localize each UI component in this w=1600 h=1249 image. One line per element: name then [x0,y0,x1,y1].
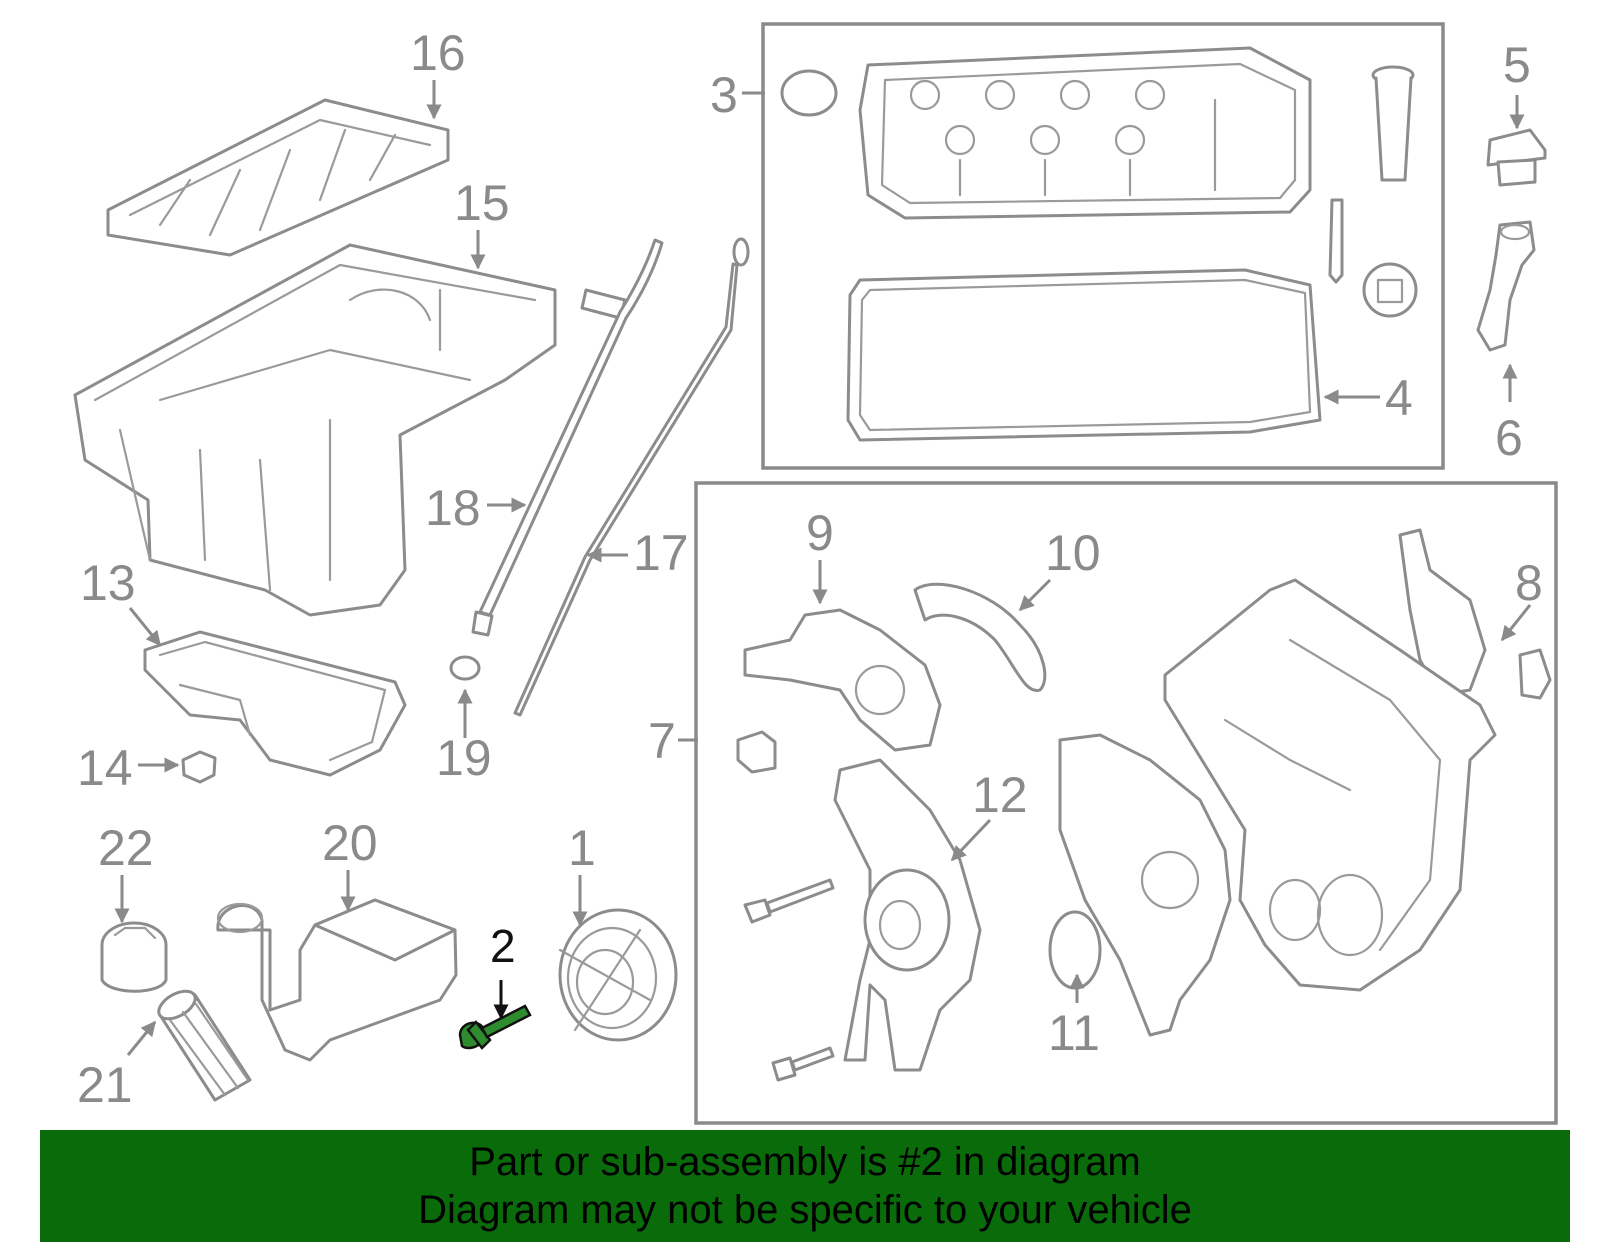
tube-part [1371,65,1415,182]
gasket-oval-part [1518,648,1552,700]
callout-13: 13 [80,555,136,611]
sensor-part [736,730,777,774]
cap-part [1362,262,1418,318]
callout-12: 12 [972,767,1028,823]
parts-diagram: 16 15 3 5 4 6 18 17 13 19 14 9 10 8 7 12… [73,22,1558,1125]
crankshaft-bolt-part [458,1004,532,1050]
callout-15: 15 [454,175,510,231]
oil-filter-element-part [157,989,252,1102]
callout-22: 22 [98,820,154,876]
oil-filter-cap-part [100,921,168,993]
oil-pan-lower-part [143,630,407,777]
valve-cover-gasket-part [846,268,1322,442]
crankshaft-pulley-part [558,908,678,1042]
callout-6: 6 [1495,410,1523,466]
valve-cover-part [858,46,1312,220]
gasket-small-part [1398,528,1487,697]
callout-5: 5 [1503,37,1531,93]
leader-21 [126,1020,157,1056]
callout-20: 20 [322,815,378,871]
leader-13 [128,607,162,647]
timing-cover-gasket-part [1058,733,1232,1037]
pcv-valve-part [1328,198,1344,284]
water-pump-part [833,758,982,1072]
callout-3: 3 [710,67,738,123]
leader-10 [1018,578,1052,612]
drain-plug-part [181,750,217,784]
dipstick-seal-part [449,655,481,681]
callout-1: 1 [568,820,596,876]
valve-cover-group-box [761,22,1445,470]
oil-pan-upper-part [73,243,557,617]
callout-17: 17 [633,525,689,581]
bolt-long-part [743,878,835,924]
banner-line-part-number: Part or sub-assembly is #2 in diagram [469,1140,1141,1184]
timing-cover-part [1163,578,1497,992]
leader-12 [950,818,992,862]
oil-filler-cap-part [1486,128,1547,187]
callout-2: 2 [490,920,516,972]
callout-16: 16 [410,25,466,81]
callout-7: 7 [648,713,676,769]
windage-tray-part [106,98,450,257]
leader-8 [1500,604,1532,642]
timing-cover-group-box [694,481,1558,1125]
dipstick-tube-part [471,238,664,637]
callout-8: 8 [1515,555,1543,611]
thermostat-housing-part [743,608,942,752]
info-banner: Part or sub-assembly is #2 in diagram Di… [40,1130,1570,1242]
callout-9: 9 [806,505,834,561]
callout-11: 11 [1048,1005,1100,1061]
oil-filler-tube-part [1476,220,1536,352]
banner-line-disclaimer: Diagram may not be specific to your vehi… [418,1188,1192,1232]
bolt-short-part [771,1046,835,1082]
crankshaft-seal-part [1048,910,1102,990]
oil-filter-housing-part [216,898,458,1062]
callout-10: 10 [1045,525,1101,581]
dipstick-part [513,237,750,717]
callout-18: 18 [425,480,481,536]
callout-21: 21 [77,1057,133,1113]
valve-cover-seal-part [780,69,838,117]
callout-14: 14 [77,740,133,796]
callout-19: 19 [436,730,492,786]
callout-4: 4 [1385,370,1413,426]
thermostat-gasket-part [913,582,1047,692]
